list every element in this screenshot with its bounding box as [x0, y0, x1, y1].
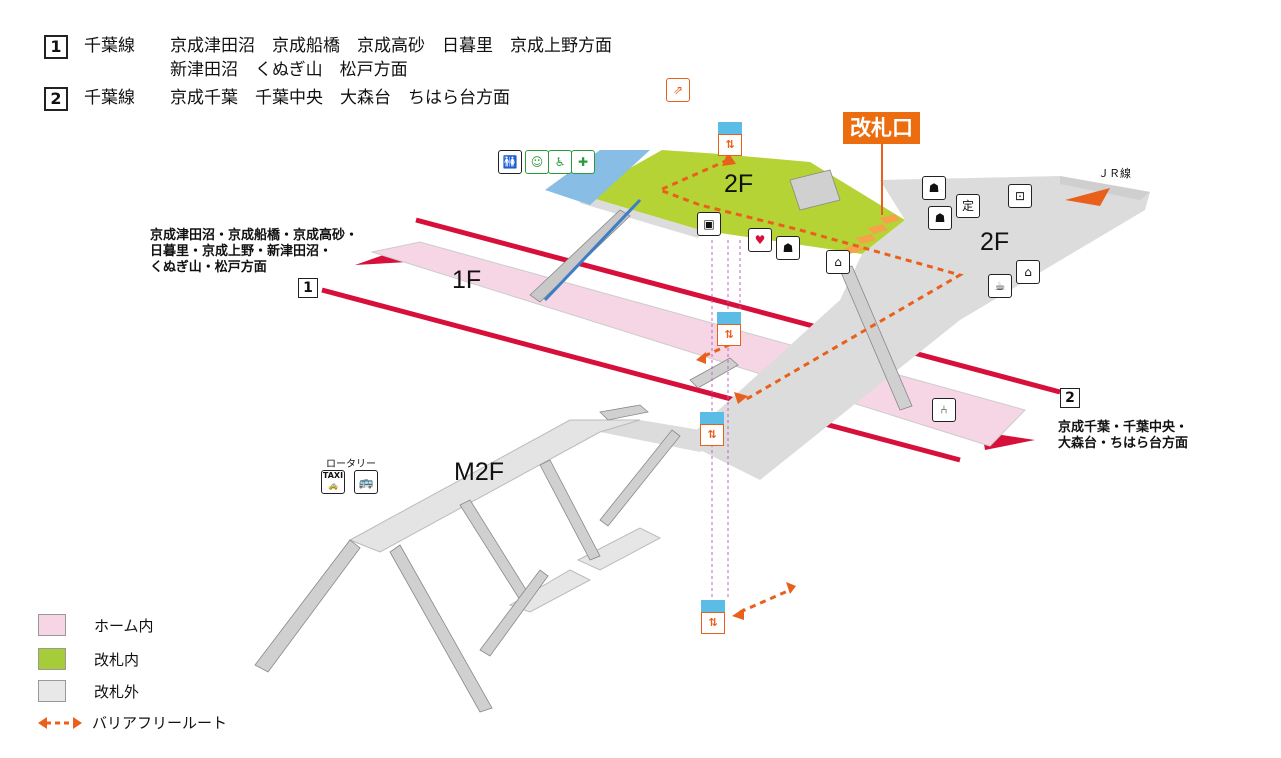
coffee-icon: ☕: [988, 274, 1012, 298]
jr-direction-arrow: [1065, 188, 1110, 206]
legend-swatch-platform: [38, 614, 66, 636]
stair-11: [529, 209, 631, 303]
route-arrowheads: [696, 152, 796, 620]
baby-icon: ☺: [525, 150, 549, 174]
unpaid-concourse-2f: [690, 176, 1150, 480]
direction-2-text: 京成千葉・千葉中央・ 大森台・ちはら台方面: [1058, 420, 1189, 451]
stair-2: [389, 544, 493, 713]
station-office-icon: ☗: [776, 236, 800, 260]
elevator-icon: ⇅: [717, 312, 741, 346]
rotary-label: ロータリー: [326, 459, 376, 470]
ticket-gates: [844, 214, 900, 254]
atm-icon: ⊡: [1008, 184, 1032, 208]
taxi-icon: TAXI🚕: [321, 470, 345, 494]
legend-label-platform: ホーム内: [94, 616, 154, 635]
wheelchair-icon: ♿: [548, 150, 572, 174]
bus-icon: 🚌: [354, 470, 378, 494]
shop-icon: ⌂: [826, 250, 850, 274]
m2f-landing-1: [576, 527, 662, 571]
jr-line-label: ＪＲ線: [1098, 167, 1131, 180]
legend-swatch-unpaid: [38, 680, 66, 702]
taxi-label: TAXI: [322, 471, 344, 480]
direction-1-text: 京成津田沼・京成船橋・京成高砂・ 日暮里・京成上野・新津田沼・ くぬぎ山・松戸方…: [150, 228, 359, 275]
rail-line-upper: [415, 217, 1061, 395]
stair-10: [789, 169, 841, 211]
commuter-pass-icon: 定: [956, 194, 980, 218]
elevator-icon: ⇅: [718, 122, 742, 156]
stair-8: [689, 357, 739, 389]
stair-4: [539, 459, 601, 561]
stair-3: [459, 499, 531, 601]
legend-platform: ホーム内: [38, 614, 154, 636]
legend-paid: 改札内: [38, 648, 139, 670]
locker-icon: ▣: [697, 212, 721, 236]
elevator-icon: ⇅: [701, 600, 725, 634]
rail-line-lower: [321, 287, 961, 463]
legend-label-barrier-free: バリアフリールート: [92, 714, 228, 732]
fare-adjust-icon: ☗: [928, 206, 952, 230]
corridor: [600, 420, 712, 452]
floor-label-2f-paid: 2F: [724, 170, 754, 198]
floor-label-m2f: M2F: [454, 458, 504, 486]
stair-1: [254, 539, 361, 673]
escalator-area: [545, 150, 650, 205]
floor-label-1f: 1F: [452, 266, 482, 294]
aed-icon: ♥: [748, 228, 772, 252]
direction-1-badge: 1: [298, 278, 318, 298]
ticket-machine-icon: ☗: [922, 176, 946, 200]
direction-2-badge: 2: [1060, 388, 1080, 408]
stair-6: [479, 569, 549, 657]
bench-icon: ⑃: [932, 398, 956, 422]
floor-label-2f-concourse: 2F: [980, 228, 1010, 256]
shop-icon: ⌂: [1016, 260, 1040, 284]
ostomate-icon: ✚: [571, 150, 595, 174]
barrier-free-route: [656, 158, 964, 614]
legend-route-arrow-icon: [38, 716, 82, 729]
line-1-name: 千葉線: [84, 36, 135, 56]
line-badge-2: 2: [44, 87, 68, 111]
legend-label-paid: 改札内: [94, 650, 140, 669]
line-1-info: 1 千葉線 京成津田沼 京成船橋 京成高砂 日暮里 京成上野方面 新津田沼 くぬ…: [44, 34, 612, 82]
stairs-group: [254, 169, 913, 713]
line-2-info: 2 千葉線 京成千葉 千葉中央 大森台 ちはら台方面: [44, 86, 510, 111]
stair-7: [599, 404, 649, 421]
elevator-icon: ⇅: [700, 412, 724, 446]
escalator-rail: [543, 198, 642, 302]
legend-barrier-free: バリアフリールート: [38, 712, 227, 733]
line-badge-1: 1: [44, 35, 68, 59]
stair-5: [599, 429, 681, 527]
restroom-icon: 🚻: [498, 150, 522, 174]
line-2-destinations: 京成千葉 千葉中央 大森台 ちはら台方面: [170, 88, 510, 108]
mezzanine-m2f: [348, 419, 641, 553]
paid-area-edge: [580, 195, 700, 238]
ticket-gate-label: 改札口: [843, 112, 920, 144]
line-2-name: 千葉線: [84, 88, 135, 108]
legend-label-unpaid: 改札外: [94, 682, 140, 701]
legend-unpaid: 改札外: [38, 680, 139, 702]
legend-swatch-paid: [38, 648, 66, 670]
escalator-icon: ⇗: [666, 78, 690, 102]
line-1-destinations: 京成津田沼 京成船橋 京成高砂 日暮里 京成上野方面 新津田沼 くぬぎ山 松戸方…: [170, 36, 612, 80]
